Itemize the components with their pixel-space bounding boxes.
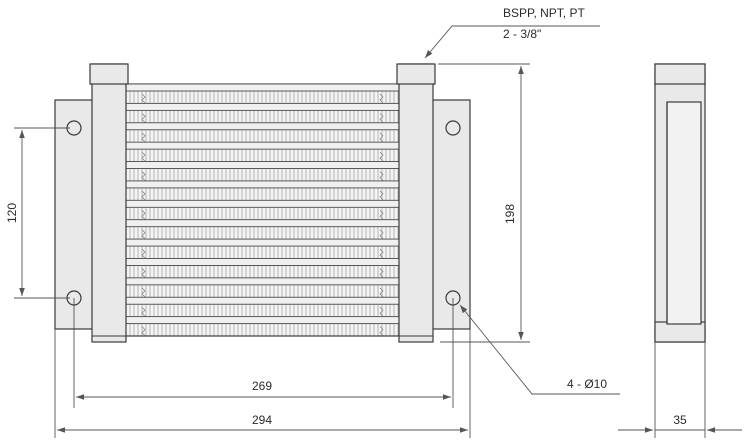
side-view-bracket [666, 101, 702, 325]
fin-break-mark [379, 132, 384, 143]
front-view [54, 63, 471, 343]
dimension-label-269: 269 [252, 379, 272, 393]
left-tank [91, 63, 127, 343]
fin-break-mark [379, 229, 384, 239]
fin-break-mark [379, 248, 384, 259]
fin-break-mark [379, 171, 384, 181]
fitting-callout-line1: BSPP, NPT, PT [503, 6, 585, 20]
fin-break-mark [379, 268, 384, 278]
side-view-bottom-cap [654, 321, 706, 343]
dimension-label-294: 294 [252, 413, 272, 427]
fitting-callout-line2: 2 - 3/8" [503, 27, 541, 41]
fin-break-mark [141, 113, 146, 123]
cooler-tube [123, 141, 401, 150]
fin-break-mark [141, 326, 146, 336]
left-tank-cap [89, 63, 129, 85]
fin-break-mark [141, 306, 146, 317]
cooler-tube [123, 219, 401, 228]
cooler-tube [123, 258, 401, 266]
dimension-label-198: 198 [503, 204, 517, 224]
fin-break-mark [379, 113, 384, 123]
right-tank-cap [396, 63, 436, 85]
fin-break-mark [141, 190, 146, 201]
fin-break-mark [141, 93, 146, 104]
cooler-tube [123, 83, 401, 92]
fin-break-mark [141, 248, 146, 259]
dimension-label-120: 120 [5, 203, 19, 223]
fin-break-mark [379, 210, 384, 220]
dimension-label-35: 35 [673, 413, 687, 427]
fin-break-mark [379, 306, 384, 317]
hole-circle-icon [445, 120, 461, 136]
cooler-tube [123, 277, 401, 286]
hole-callout: 4 - Ø10 [567, 377, 607, 391]
fin-break-mark [379, 93, 384, 104]
fin-break-mark [379, 326, 384, 336]
fin-break-mark [141, 210, 146, 220]
side-view [654, 63, 706, 343]
fin-break-mark [141, 132, 146, 143]
fin-break-mark [141, 151, 146, 162]
fin-break-mark [141, 229, 146, 239]
cooler-tube [123, 161, 401, 169]
fin-break-mark [379, 151, 384, 162]
cooler-tube [123, 296, 401, 305]
dimension-lines [14, 25, 742, 438]
fin-break-mark [379, 190, 384, 201]
cooler-tube [123, 122, 401, 131]
cooler-tube [123, 199, 401, 208]
right-tank [398, 63, 434, 343]
cooler-tube [123, 180, 401, 189]
side-view-top-cap [654, 63, 706, 85]
fin-break-mark [141, 268, 146, 278]
cooler-tube [123, 102, 401, 111]
cooler-tube [123, 316, 401, 325]
fin-break-mark [141, 171, 146, 181]
fin-break-mark [379, 287, 384, 298]
cooler-tube [123, 238, 401, 247]
fin-break-mark [141, 287, 146, 298]
